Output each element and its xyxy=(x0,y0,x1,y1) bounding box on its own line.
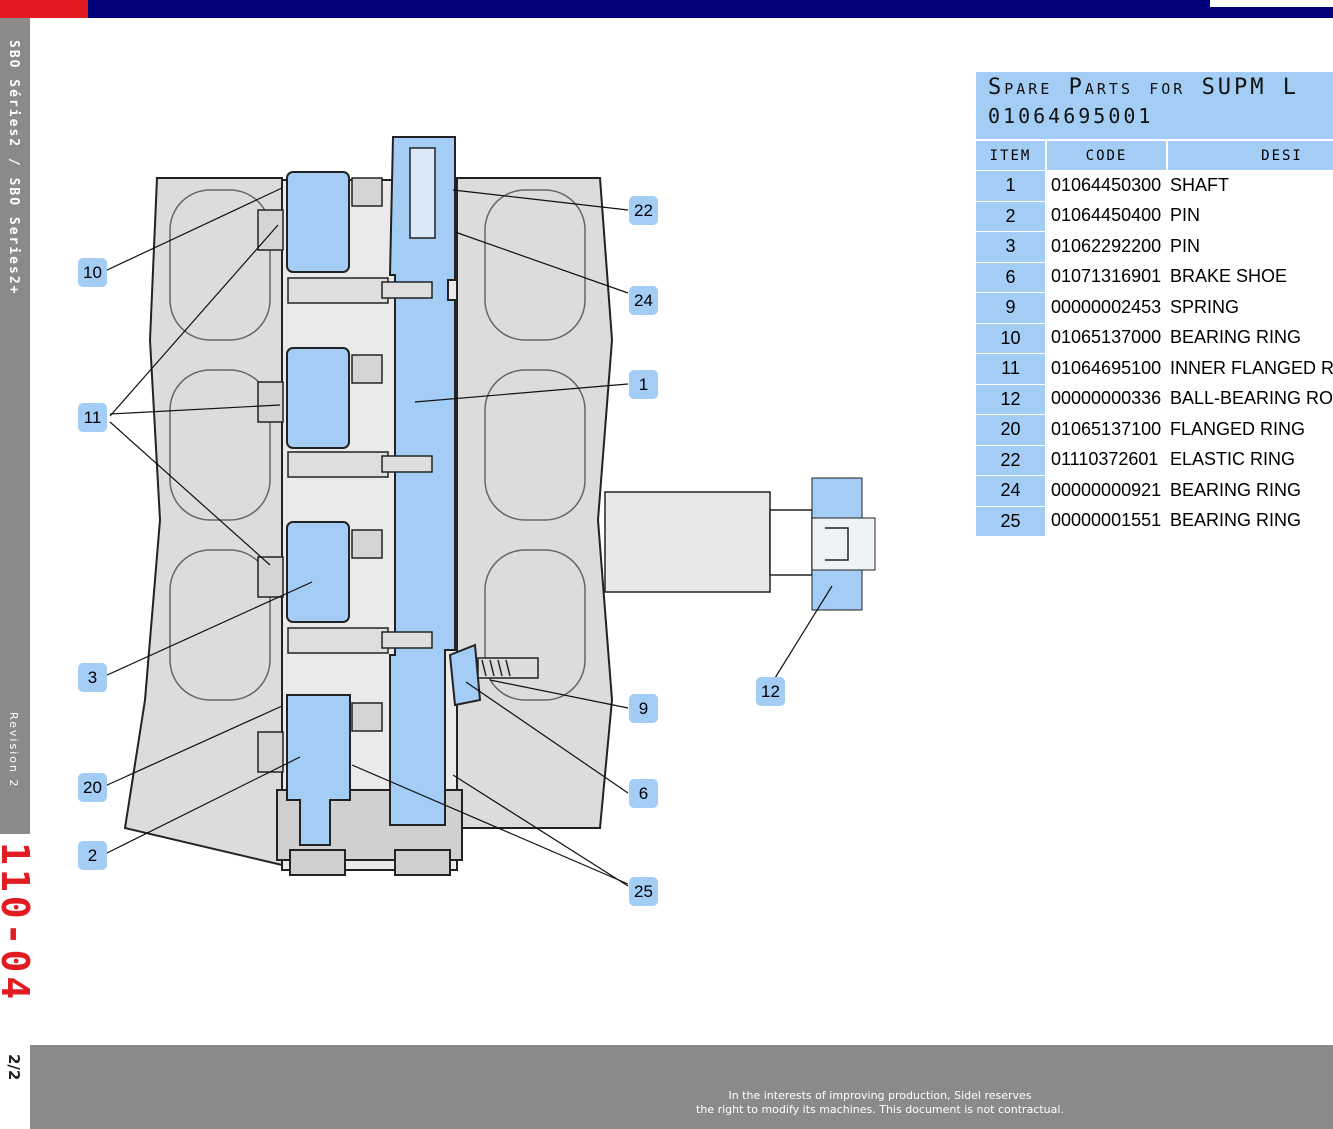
row-description: BEARING RING xyxy=(1170,510,1302,531)
detail-housing xyxy=(604,491,771,593)
row-description: BEARING RING xyxy=(1170,327,1302,348)
row-item: 24 xyxy=(976,475,1047,506)
brake-shoe xyxy=(448,643,482,707)
row-description: BRAKE SHOE xyxy=(1170,266,1288,287)
header-white-tab xyxy=(1210,0,1333,7)
header-description: desi xyxy=(1168,139,1333,170)
disclaimer-line2: the right to modify its machines. This d… xyxy=(696,1103,1064,1116)
callout-1: 1 xyxy=(629,370,658,399)
header-item: Item xyxy=(976,139,1047,170)
base-bolt-left xyxy=(289,849,346,876)
callout-3: 3 xyxy=(78,663,107,692)
row-code: 01071316901 xyxy=(1051,266,1162,287)
row-description: FLANGED RING xyxy=(1170,418,1306,439)
disclaimer-line1: In the interests of improving production… xyxy=(728,1089,1032,1102)
series-label: SBO Séries2 / SBO Series2+ xyxy=(6,40,21,296)
parts-header-row: Item code desi xyxy=(976,139,1333,170)
row-item: 25 xyxy=(976,505,1047,536)
shaft xyxy=(388,136,456,826)
housing-body-right xyxy=(454,177,614,829)
roller-mid xyxy=(286,347,350,449)
row-code: 01062292200 xyxy=(1051,235,1162,256)
detail-insert xyxy=(811,517,876,571)
row-description: BALL-BEARING ROLL xyxy=(1170,388,1333,409)
callout-10: 10 xyxy=(78,258,107,287)
parts-title-line1: Spare Parts for SUPM L xyxy=(988,75,1300,100)
callout-22: 22 xyxy=(629,196,658,225)
side-strip xyxy=(0,18,30,834)
parts-title-line2: 01064695001 xyxy=(988,104,1154,128)
row-code: 01065137000 xyxy=(1051,327,1162,348)
row-item: 10 xyxy=(976,322,1047,353)
roller-top xyxy=(286,171,350,273)
row-description: INNER FLANGED RIN xyxy=(1170,357,1333,378)
row-item: 20 xyxy=(976,414,1047,445)
row-item: 12 xyxy=(976,383,1047,414)
row-code: 00000000336 xyxy=(1051,388,1162,409)
page-number: 2/2 xyxy=(5,1054,23,1081)
callout-24: 24 xyxy=(629,286,658,315)
callout-6: 6 xyxy=(629,779,658,808)
row-item: 2 xyxy=(976,200,1047,231)
callout-11: 11 xyxy=(78,403,107,432)
row-description: PIN xyxy=(1170,205,1201,226)
row-item: 22 xyxy=(976,444,1047,475)
detail-shaft xyxy=(769,509,813,576)
header-code: code xyxy=(1047,139,1168,170)
row-description: ELASTIC RING xyxy=(1170,449,1296,470)
row-code: 01110372601 xyxy=(1051,449,1159,470)
row-code: 00000002453 xyxy=(1051,296,1162,317)
callout-25: 25 xyxy=(629,877,658,906)
row-description: SHAFT xyxy=(1170,174,1230,195)
spare-parts-panel: Spare Parts for SUPM L 01064695001 Item … xyxy=(976,72,1333,536)
row-code: 01064450400 xyxy=(1051,205,1162,226)
callout-12: 12 xyxy=(756,677,785,706)
row-description: SPRING xyxy=(1170,296,1240,317)
footer-bar: In the interests of improving production… xyxy=(30,1045,1333,1129)
exploded-parts-diagram xyxy=(104,136,876,887)
callout-20: 20 xyxy=(78,773,107,802)
spring-coil xyxy=(481,659,511,677)
callout-2: 2 xyxy=(78,841,107,870)
detail-bearing-top xyxy=(811,477,863,519)
row-code: 00000001551 xyxy=(1051,510,1162,531)
header-navy-bar xyxy=(88,0,1333,18)
parts-title: Spare Parts for SUPM L 01064695001 xyxy=(976,72,1333,139)
row-item: 6 xyxy=(976,261,1047,292)
shaft-top-slot xyxy=(409,147,436,239)
row-code: 01064450300 xyxy=(1051,174,1162,195)
row-item: 1 xyxy=(976,170,1047,201)
disclaimer: In the interests of improving production… xyxy=(630,1089,1130,1117)
roller-low xyxy=(286,521,350,623)
revision-label: Revision 2 xyxy=(7,712,20,789)
row-item: 9 xyxy=(976,292,1047,323)
detail-bearing-bottom xyxy=(811,569,863,611)
row-description: BEARING RING xyxy=(1170,479,1302,500)
roller-bottom xyxy=(286,694,351,846)
callout-9: 9 xyxy=(629,694,658,723)
header-red-bar xyxy=(0,0,88,18)
row-code: 00000000921 xyxy=(1051,479,1162,500)
row-item: 3 xyxy=(976,231,1047,262)
row-code: 01064695100 xyxy=(1051,357,1162,378)
row-item: 11 xyxy=(976,353,1047,384)
row-code: 01065137100 xyxy=(1051,418,1162,439)
row-description: PIN xyxy=(1170,235,1201,256)
base-bolt-right xyxy=(394,849,451,876)
